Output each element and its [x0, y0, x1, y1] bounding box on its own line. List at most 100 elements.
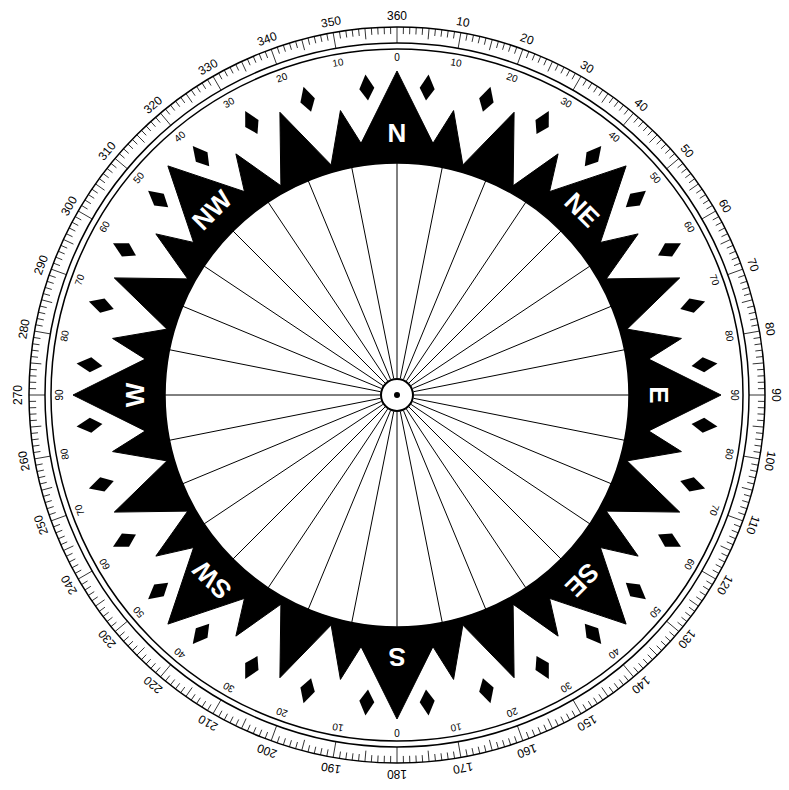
- degree-tick: [51, 515, 66, 520]
- degree-tick: [296, 742, 298, 749]
- degree-tick: [624, 109, 628, 114]
- degree-tick: [29, 401, 36, 402]
- degree-tick: [397, 27, 398, 43]
- degree-tick: [472, 748, 473, 755]
- degree-tick: [137, 647, 145, 655]
- degree-tick: [689, 600, 698, 606]
- radial-line: [409, 231, 561, 383]
- degree-tick: [758, 382, 765, 383]
- degree-tick: [561, 717, 564, 723]
- quadrant-number: 70: [74, 503, 87, 517]
- flame-mark: [113, 243, 136, 256]
- degree-tick: [66, 234, 72, 237]
- degree-tick: [755, 350, 762, 352]
- flame-mark: [359, 690, 374, 716]
- flame-mark: [585, 624, 601, 644]
- quadrant-number: 40: [173, 129, 188, 144]
- radial-line: [165, 395, 380, 396]
- degree-tick: [92, 597, 98, 601]
- degree-tick: [685, 174, 691, 178]
- degree-tick: [85, 586, 91, 590]
- degree-tick: [236, 64, 239, 70]
- degree-tick: [619, 105, 623, 111]
- degree-tick: [115, 621, 127, 631]
- degree-tick: [107, 168, 113, 172]
- degree-tick: [213, 76, 221, 90]
- flame-mark: [300, 678, 314, 703]
- degree-tick: [202, 701, 206, 707]
- star-point: [73, 347, 177, 443]
- degree-tick: [160, 113, 170, 125]
- cardinal-letter: SW: [188, 556, 236, 604]
- quadrant-number: 40: [606, 646, 621, 661]
- degree-tick: [681, 617, 687, 621]
- degree-tick: [526, 732, 529, 739]
- degree-tick: [30, 362, 41, 364]
- flame-mark: [479, 678, 493, 703]
- degree-tick: [489, 40, 492, 51]
- quadrant-number: 70: [707, 273, 720, 287]
- degree-tick: [61, 245, 67, 248]
- degree-tick: [358, 754, 360, 761]
- quadrant-number: 40: [606, 129, 621, 144]
- degree-tick: [302, 740, 305, 751]
- degree-tick: [599, 694, 603, 700]
- degree-tick: [32, 350, 39, 352]
- degree-tick: [352, 753, 354, 760]
- degree-tick: [503, 43, 505, 50]
- degree-tick: [757, 420, 764, 421]
- radial-line: [414, 395, 629, 396]
- degree-tick: [302, 40, 305, 51]
- degree-tick: [30, 413, 37, 414]
- degree-tick: [213, 700, 221, 714]
- degree-tick: [99, 607, 105, 611]
- degree-number: 130: [676, 627, 698, 650]
- degree-tick: [703, 200, 709, 204]
- degree-tick: [696, 597, 702, 601]
- degree-tick: [409, 756, 410, 763]
- center-dot: [394, 392, 400, 398]
- quadrant-number: 50: [131, 171, 146, 186]
- degree-tick: [497, 41, 499, 48]
- degree-number: 290: [32, 254, 50, 277]
- degree-tick: [88, 592, 94, 596]
- degree-tick: [35, 456, 51, 459]
- degree-tick: [758, 401, 765, 402]
- degree-tick: [371, 755, 372, 762]
- degree-tick: [96, 600, 105, 606]
- degree-tick: [643, 659, 648, 664]
- flame-mark: [626, 583, 646, 599]
- degree-tick: [548, 61, 553, 71]
- degree-tick: [728, 269, 743, 274]
- degree-tick: [721, 546, 731, 551]
- degree-tick: [729, 536, 735, 539]
- quadrant-number: 0: [394, 727, 400, 737]
- degree-tick: [756, 432, 763, 434]
- degree-tick: [661, 641, 666, 646]
- quadrant-number: 10: [332, 721, 345, 733]
- degree-tick: [409, 27, 410, 34]
- degree-tick: [224, 714, 227, 720]
- degree-number: 360: [387, 10, 407, 22]
- degree-tick: [415, 28, 416, 35]
- degree-tick: [47, 281, 54, 283]
- degree-tick: [648, 655, 653, 660]
- degree-tick: [176, 683, 180, 689]
- degree-number: 170: [452, 761, 474, 776]
- degree-tick: [364, 28, 366, 39]
- degree-tick: [602, 687, 608, 696]
- degree-number: 40: [632, 96, 650, 114]
- degree-tick: [639, 663, 644, 668]
- quadrant-number: 50: [648, 171, 663, 186]
- radial-line: [352, 412, 394, 623]
- degree-tick: [49, 513, 56, 515]
- cardinal-letter: W: [122, 383, 148, 408]
- degree-tick: [47, 507, 54, 509]
- degree-tick: [716, 222, 722, 225]
- degree-tick: [34, 337, 41, 338]
- cardinal-letter: NW: [187, 185, 236, 234]
- degree-tick: [689, 607, 695, 611]
- degree-tick: [170, 679, 174, 685]
- degree-number: 250: [32, 513, 50, 536]
- degree-tick: [466, 34, 467, 41]
